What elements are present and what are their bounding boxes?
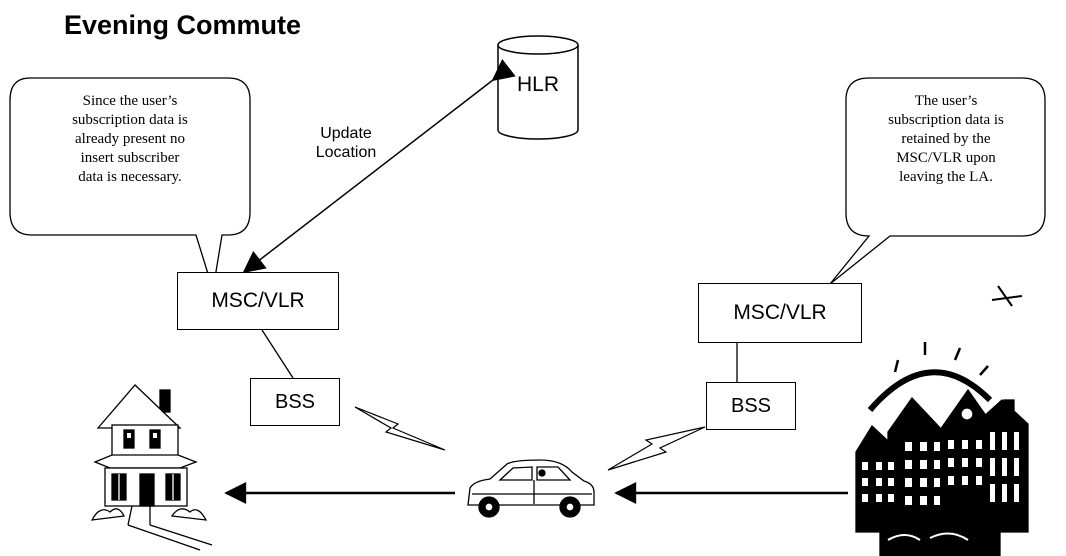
right-callout-bubble bbox=[829, 77, 1046, 285]
bss-right-label: BSS bbox=[730, 394, 772, 417]
right-callout-text: The user’s subscription data is retained… bbox=[850, 92, 1042, 187]
page-title: Evening Commute bbox=[64, 10, 302, 40]
left-callout-line: insert subscriber bbox=[80, 150, 180, 166]
left-radio-link-icon bbox=[354, 406, 446, 451]
right-callout-line: MSC/VLR upon bbox=[896, 150, 996, 166]
left-callout-line: subscription data is bbox=[72, 112, 188, 128]
update-location-line-1: Update bbox=[320, 125, 372, 142]
right-callout-line: retained by the bbox=[901, 131, 991, 147]
bss-right-box: BSS bbox=[706, 382, 796, 430]
update-location-line-2: Location bbox=[315, 144, 377, 161]
hlr-database-icon bbox=[497, 35, 579, 140]
left-msc-bss-link bbox=[261, 329, 294, 379]
right-callout-line: leaving the LA. bbox=[899, 169, 993, 185]
hlr-label-text: HLR bbox=[516, 73, 559, 96]
right-callout-line: The user’s bbox=[914, 93, 978, 109]
left-callout-text: Since the user’s subscription data is al… bbox=[14, 92, 246, 187]
city-skyline-icon bbox=[855, 285, 1029, 556]
car-icon bbox=[467, 459, 595, 518]
left-callout-line: Since the user’s bbox=[82, 93, 178, 109]
msc-vlr-right-label: MSC/VLR bbox=[733, 301, 827, 324]
update-location-arrow bbox=[242, 58, 516, 274]
right-callout-line: subscription data is bbox=[888, 112, 1004, 128]
left-callout-line: already present no bbox=[75, 131, 185, 147]
update-location-label: Update Location bbox=[296, 124, 396, 162]
msc-vlr-right-box: MSC/VLR bbox=[698, 283, 862, 343]
bss-left-box: BSS bbox=[250, 378, 340, 426]
house-icon bbox=[90, 384, 213, 551]
msc-vlr-left-label: MSC/VLR bbox=[211, 289, 305, 312]
right-radio-link-icon bbox=[607, 426, 706, 471]
bss-left-label: BSS bbox=[274, 390, 316, 413]
msc-vlr-left-box: MSC/VLR bbox=[177, 272, 339, 330]
left-callout-line: data is necessary. bbox=[78, 169, 182, 185]
hlr-label: HLR bbox=[498, 55, 578, 115]
